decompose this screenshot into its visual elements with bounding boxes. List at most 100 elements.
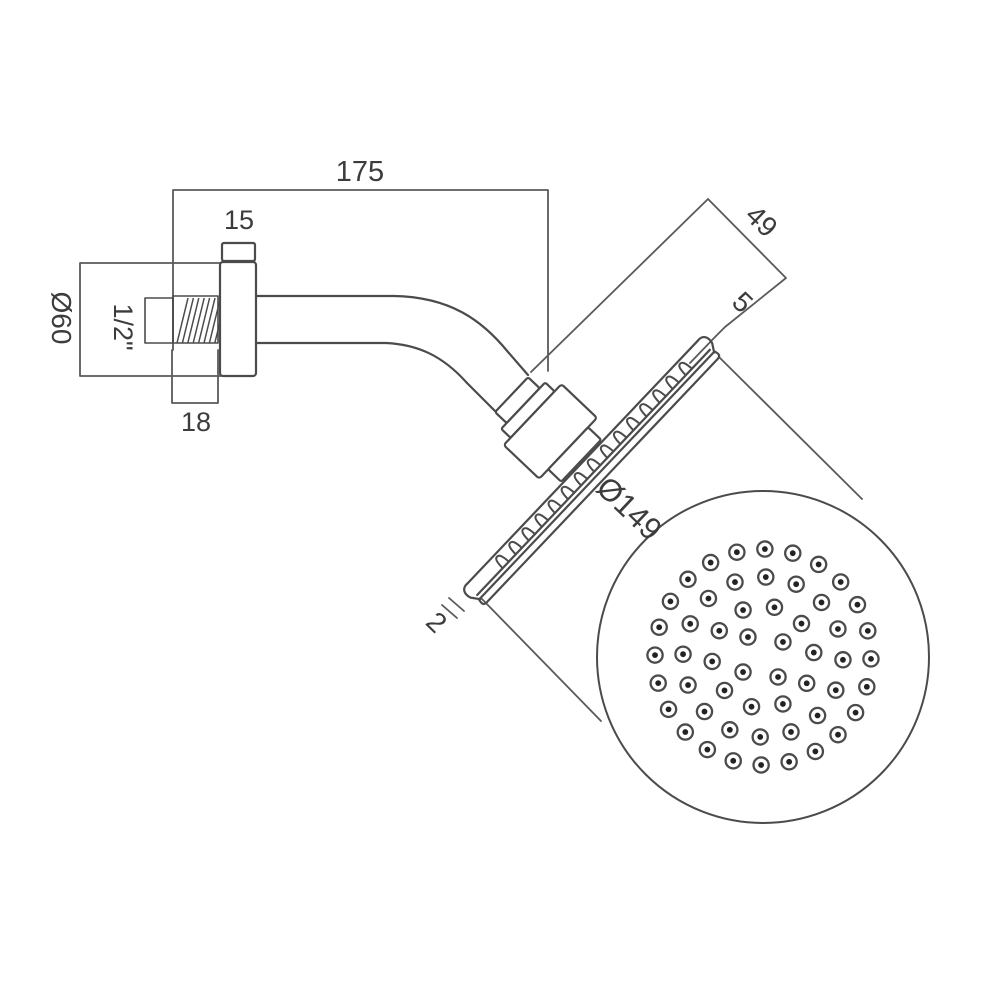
nozzle <box>797 674 816 693</box>
nozzle-tooth <box>625 416 641 432</box>
arm-head-connector <box>494 376 602 483</box>
threaded-pipe <box>172 295 219 344</box>
face-surface-line <box>477 350 721 606</box>
nozzle-tooth <box>495 554 510 570</box>
nozzle-tooth <box>612 430 628 446</box>
nozzle <box>769 668 787 686</box>
thread-hatching <box>176 297 227 344</box>
nozzle <box>756 540 774 558</box>
dim-2-ticks <box>441 597 465 619</box>
nozzle <box>848 595 867 614</box>
dim-label-thread-length: 18 <box>181 407 211 437</box>
connector-neck <box>547 427 602 483</box>
nozzle <box>710 621 729 640</box>
nozzle <box>679 570 697 589</box>
nozzle <box>757 568 775 586</box>
nozzle <box>661 592 680 611</box>
nozzle <box>827 681 845 699</box>
nozzle <box>780 753 798 771</box>
thread-hatch-line <box>176 297 189 344</box>
nozzle <box>834 651 852 669</box>
faceplate-rim-lines <box>476 348 716 601</box>
nozzle <box>659 700 678 719</box>
nozzle <box>787 575 805 593</box>
nozzle-tooth <box>586 458 602 473</box>
dimension-labels: 175 15 Ø60 1/2" 18 49 5 Ø149 2 <box>46 156 784 639</box>
thread-hatch-line <box>181 297 195 344</box>
arm-top-edge <box>254 294 530 377</box>
nozzle-tooth <box>639 403 654 418</box>
nozzle <box>784 544 802 562</box>
nozzle <box>805 643 823 662</box>
nozzle <box>646 646 664 664</box>
nozzle-tooth <box>665 375 680 390</box>
nozzle-tooth <box>573 472 589 487</box>
dimension-lines <box>79 189 863 722</box>
dim-18-bracket <box>171 349 219 404</box>
shower-arm <box>254 294 530 413</box>
head-back-edge <box>466 339 699 585</box>
dim-label-arm-length: 175 <box>336 156 384 188</box>
nozzle <box>829 620 847 638</box>
nozzle-pattern <box>646 540 880 774</box>
nozzle <box>831 573 850 591</box>
arm-bottom-edge <box>254 341 497 413</box>
nozzle <box>726 573 744 591</box>
thread-hatch-line <box>203 297 216 344</box>
wall-plate-tab <box>220 241 257 263</box>
nozzle <box>724 752 742 770</box>
face-outline-circle <box>596 490 930 824</box>
nozzle-tooth <box>599 444 615 459</box>
thread-hatch-line <box>187 297 200 344</box>
head-tip-bottom <box>463 582 482 601</box>
nozzle <box>715 681 734 700</box>
shower-head-face-view <box>596 490 930 824</box>
nozzle <box>859 622 877 640</box>
pipe-end <box>144 297 174 344</box>
nozzle <box>742 697 761 716</box>
thread-hatch-line <box>197 297 211 344</box>
shower-head-side-view <box>463 336 721 606</box>
nozzle <box>782 723 800 741</box>
nozzle <box>698 740 717 759</box>
thread-hatch-line <box>192 297 205 344</box>
nozzle <box>774 695 792 713</box>
nozzle <box>650 618 668 636</box>
wall-plate-flange <box>218 260 258 378</box>
nozzle <box>728 543 746 561</box>
nozzle <box>809 555 828 574</box>
dim-label-plate-diameter: Ø60 <box>46 292 77 345</box>
nozzle-tooth <box>508 540 523 556</box>
head-tip-top <box>696 336 716 354</box>
nozzle-profile-teeth <box>495 361 693 570</box>
nozzle <box>681 615 699 633</box>
nozzle <box>676 723 695 741</box>
dim-label-head-diameter: Ø149 <box>590 470 669 548</box>
dim-label-thread-size: 1/2" <box>108 303 138 350</box>
nozzle <box>703 652 721 671</box>
nozzle <box>774 633 792 651</box>
nozzle <box>858 678 876 696</box>
nozzle-tooth <box>560 485 576 501</box>
nozzle <box>765 598 784 617</box>
nozzle-tooth <box>652 389 667 404</box>
nozzle <box>739 628 757 646</box>
nozzle-tooth <box>534 513 550 528</box>
dim-60-bracket <box>79 262 222 377</box>
nozzle-tooth <box>547 499 563 515</box>
nozzle <box>812 593 831 612</box>
nozzle <box>806 742 825 761</box>
nozzle <box>649 674 667 692</box>
nozzle <box>695 702 714 721</box>
dim-label-plate-width: 15 <box>224 205 254 235</box>
thread-hatch-line <box>208 297 222 344</box>
projection-line-lower <box>480 597 602 722</box>
nozzle <box>752 756 770 774</box>
nozzle <box>699 589 718 608</box>
nozzle <box>846 703 865 722</box>
nozzle <box>721 721 739 739</box>
nozzle <box>701 553 720 572</box>
nozzle-tooth <box>678 361 693 377</box>
nozzle <box>792 614 811 633</box>
